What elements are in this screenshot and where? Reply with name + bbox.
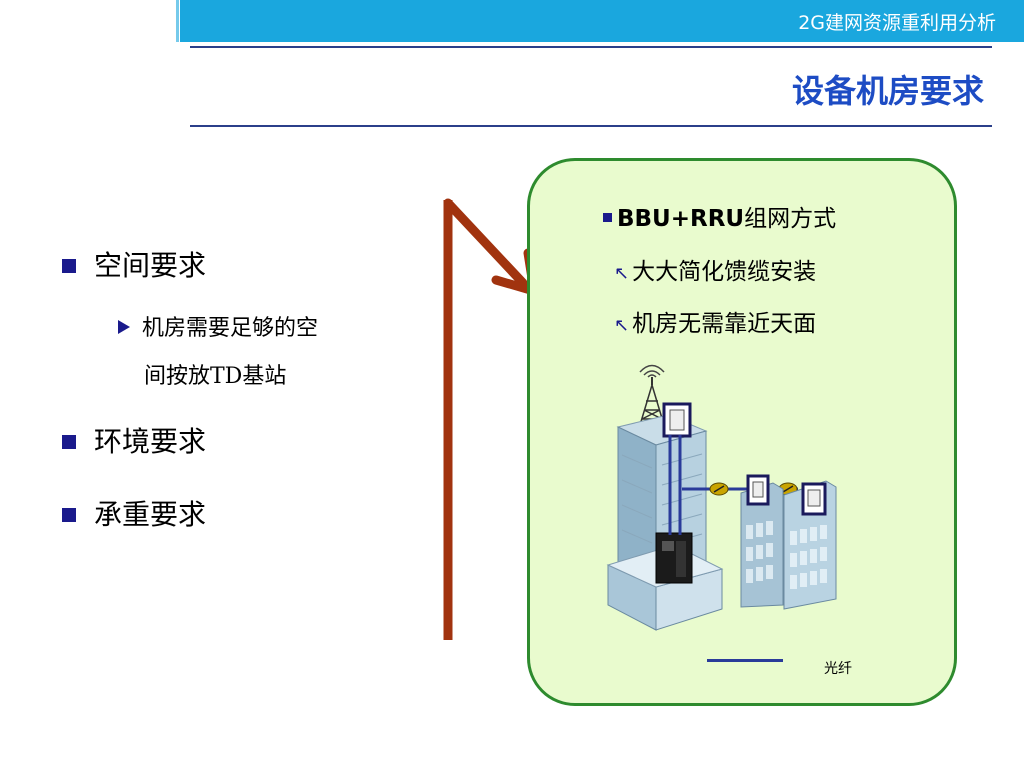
fiber-connector-icon bbox=[709, 482, 729, 496]
fiber-legend-line bbox=[707, 659, 783, 662]
title-rule-top bbox=[190, 46, 992, 48]
sub-bullet-label: 机房需要足够的空 bbox=[142, 316, 319, 341]
building-icon bbox=[606, 414, 724, 631]
header-bar bbox=[180, 0, 1024, 42]
bullet-label: 承重要求 bbox=[94, 498, 207, 531]
bullet-space-requirement: 空间要求 bbox=[62, 244, 206, 284]
square-bullet-icon bbox=[603, 213, 612, 222]
sub-bullet-room-space: 机房需要足够的空 bbox=[118, 310, 318, 342]
bbu-cabinet-icon bbox=[655, 532, 693, 584]
bullet-label: 环境要求 bbox=[94, 425, 207, 458]
panel-item: ↖大大简化馈缆安装 bbox=[614, 252, 816, 286]
panel-item: ↖机房无需靠近天面 bbox=[614, 304, 816, 338]
header-bar-edge bbox=[176, 0, 179, 42]
corner-arrow-icon: ↖ bbox=[614, 315, 630, 336]
sub-bullet-label-2: 间按放TD基站 bbox=[144, 364, 287, 389]
antenna-tower-icon bbox=[639, 364, 665, 426]
sub-bullet-room-space-line2: 间按放TD基站 bbox=[144, 358, 286, 390]
triangle-bullet-icon bbox=[118, 320, 130, 334]
rru-unit-icon bbox=[801, 482, 827, 516]
bullet-environment-requirement: 环境要求 bbox=[62, 420, 206, 460]
fiber-legend-label: 光纤 bbox=[824, 661, 852, 677]
bullet-label: 空间要求 bbox=[94, 249, 207, 282]
panel-heading-rest: 组网方式 bbox=[744, 206, 837, 232]
building-icon bbox=[740, 482, 784, 608]
rru-unit-icon bbox=[662, 402, 692, 438]
panel-heading: BBU+RRU组网方式 bbox=[603, 199, 836, 233]
building-network-illustration bbox=[606, 364, 837, 631]
corner-arrow-icon: ↖ bbox=[614, 263, 630, 284]
bullet-load-requirement: 承重要求 bbox=[62, 493, 206, 533]
square-bullet-icon bbox=[62, 258, 76, 273]
title-rule-bottom bbox=[190, 125, 992, 127]
square-bullet-icon bbox=[62, 507, 76, 522]
rru-unit-icon bbox=[746, 474, 770, 506]
panel-item-label: 机房无需靠近天面 bbox=[632, 311, 817, 337]
square-bullet-icon bbox=[62, 434, 76, 449]
bbu-rru-panel bbox=[527, 158, 957, 706]
header-title: 2G建网资源重利用分析 bbox=[798, 12, 996, 34]
page-title: 设备机房要求 bbox=[791, 72, 984, 110]
panel-item-label: 大大简化馈缆安装 bbox=[632, 259, 817, 285]
panel-heading-bold: BBU+RRU bbox=[617, 206, 745, 232]
